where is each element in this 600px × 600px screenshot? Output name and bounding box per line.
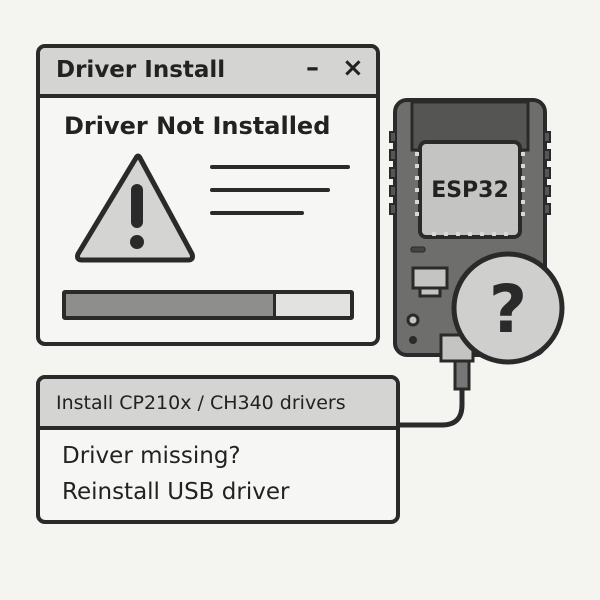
chip-label: ESP32 xyxy=(431,178,509,203)
reinstall-text: Reinstall USB driver xyxy=(62,479,290,505)
dialog-title: Driver Install xyxy=(56,57,226,83)
driver-missing-text: Driver missing? xyxy=(62,443,241,469)
usb-cable xyxy=(398,385,465,428)
progress-fill xyxy=(66,294,277,316)
warning-icon xyxy=(75,153,195,263)
text-placeholder-line xyxy=(210,165,350,169)
question-icon: ? xyxy=(451,251,565,365)
title-bar[interactable]: Driver Install – × xyxy=(40,48,376,98)
install-progress-bar xyxy=(62,290,354,320)
driver-install-dialog: Driver Install – × Driver Not Installed xyxy=(36,44,380,346)
title-bar: Install CP210x / CH340 drivers xyxy=(40,379,396,430)
svg-text:?: ? xyxy=(489,271,527,348)
driver-help-dialog: Install CP210x / CH340 drivers Driver mi… xyxy=(36,375,400,524)
error-heading: Driver Not Installed xyxy=(64,112,331,140)
close-icon[interactable]: × xyxy=(342,53,364,83)
minimize-icon[interactable]: – xyxy=(306,53,319,83)
text-placeholder-line xyxy=(210,188,330,192)
text-placeholder-line xyxy=(210,211,304,215)
dialog-title: Install CP210x / CH340 drivers xyxy=(56,392,346,414)
